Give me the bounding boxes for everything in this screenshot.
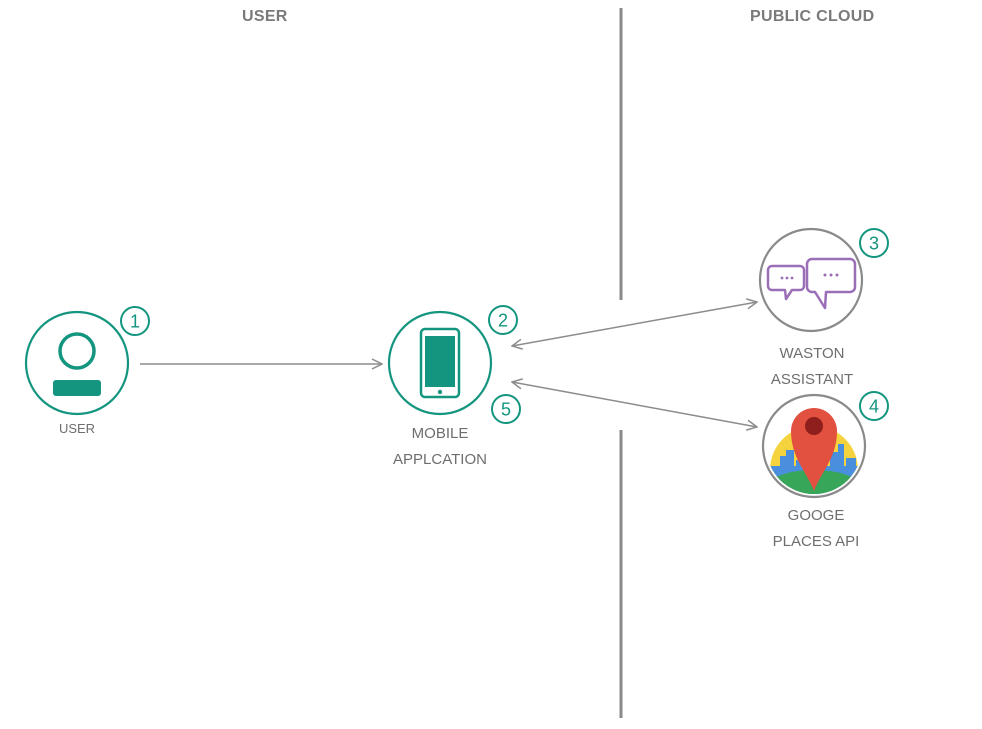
step-badge-3: 3 bbox=[859, 228, 889, 258]
watson-assistant-label: WASTON ASSISTANT bbox=[742, 341, 882, 393]
watson-assistant-label-line1: WASTON bbox=[779, 345, 845, 362]
google-places-label-line2: PLACES API bbox=[772, 533, 860, 550]
step-badge-5: 5 bbox=[491, 394, 521, 424]
watson-assistant-node bbox=[758, 227, 864, 333]
watson-assistant-label-line2: ASSISTANT bbox=[770, 371, 854, 388]
user-node bbox=[24, 310, 130, 416]
google-places-label: GOOGE PLACES API bbox=[746, 503, 886, 555]
svg-text:2: 2 bbox=[498, 311, 508, 331]
step-badge-1: 1 bbox=[120, 306, 150, 336]
mobile-app-node bbox=[387, 310, 493, 416]
svg-text:3: 3 bbox=[869, 234, 879, 254]
user-icon bbox=[53, 332, 101, 396]
user-label: USER bbox=[58, 421, 96, 436]
user-zone-header: USER bbox=[242, 8, 288, 25]
smartphone-icon bbox=[419, 327, 461, 399]
chat-bubbles-icon bbox=[766, 257, 857, 310]
mobile-app-label: MOBILE APPLCATION bbox=[370, 421, 510, 473]
arrow-mobile-places bbox=[512, 382, 757, 427]
step-badge-4: 4 bbox=[859, 391, 889, 421]
mobile-app-label-line1: MOBILE bbox=[411, 425, 469, 442]
svg-text:1: 1 bbox=[130, 312, 140, 332]
google-places-node bbox=[761, 393, 867, 499]
public-cloud-zone-header: PUBLIC CLOUD bbox=[750, 8, 875, 25]
arrow-mobile-watson bbox=[512, 302, 757, 346]
svg-text:4: 4 bbox=[869, 397, 879, 417]
svg-text:5: 5 bbox=[501, 400, 511, 420]
step-badge-2: 2 bbox=[488, 305, 518, 335]
google-places-label-line1: GOOGE bbox=[787, 507, 845, 524]
mobile-app-label-line2: APPLCATION bbox=[393, 451, 487, 468]
